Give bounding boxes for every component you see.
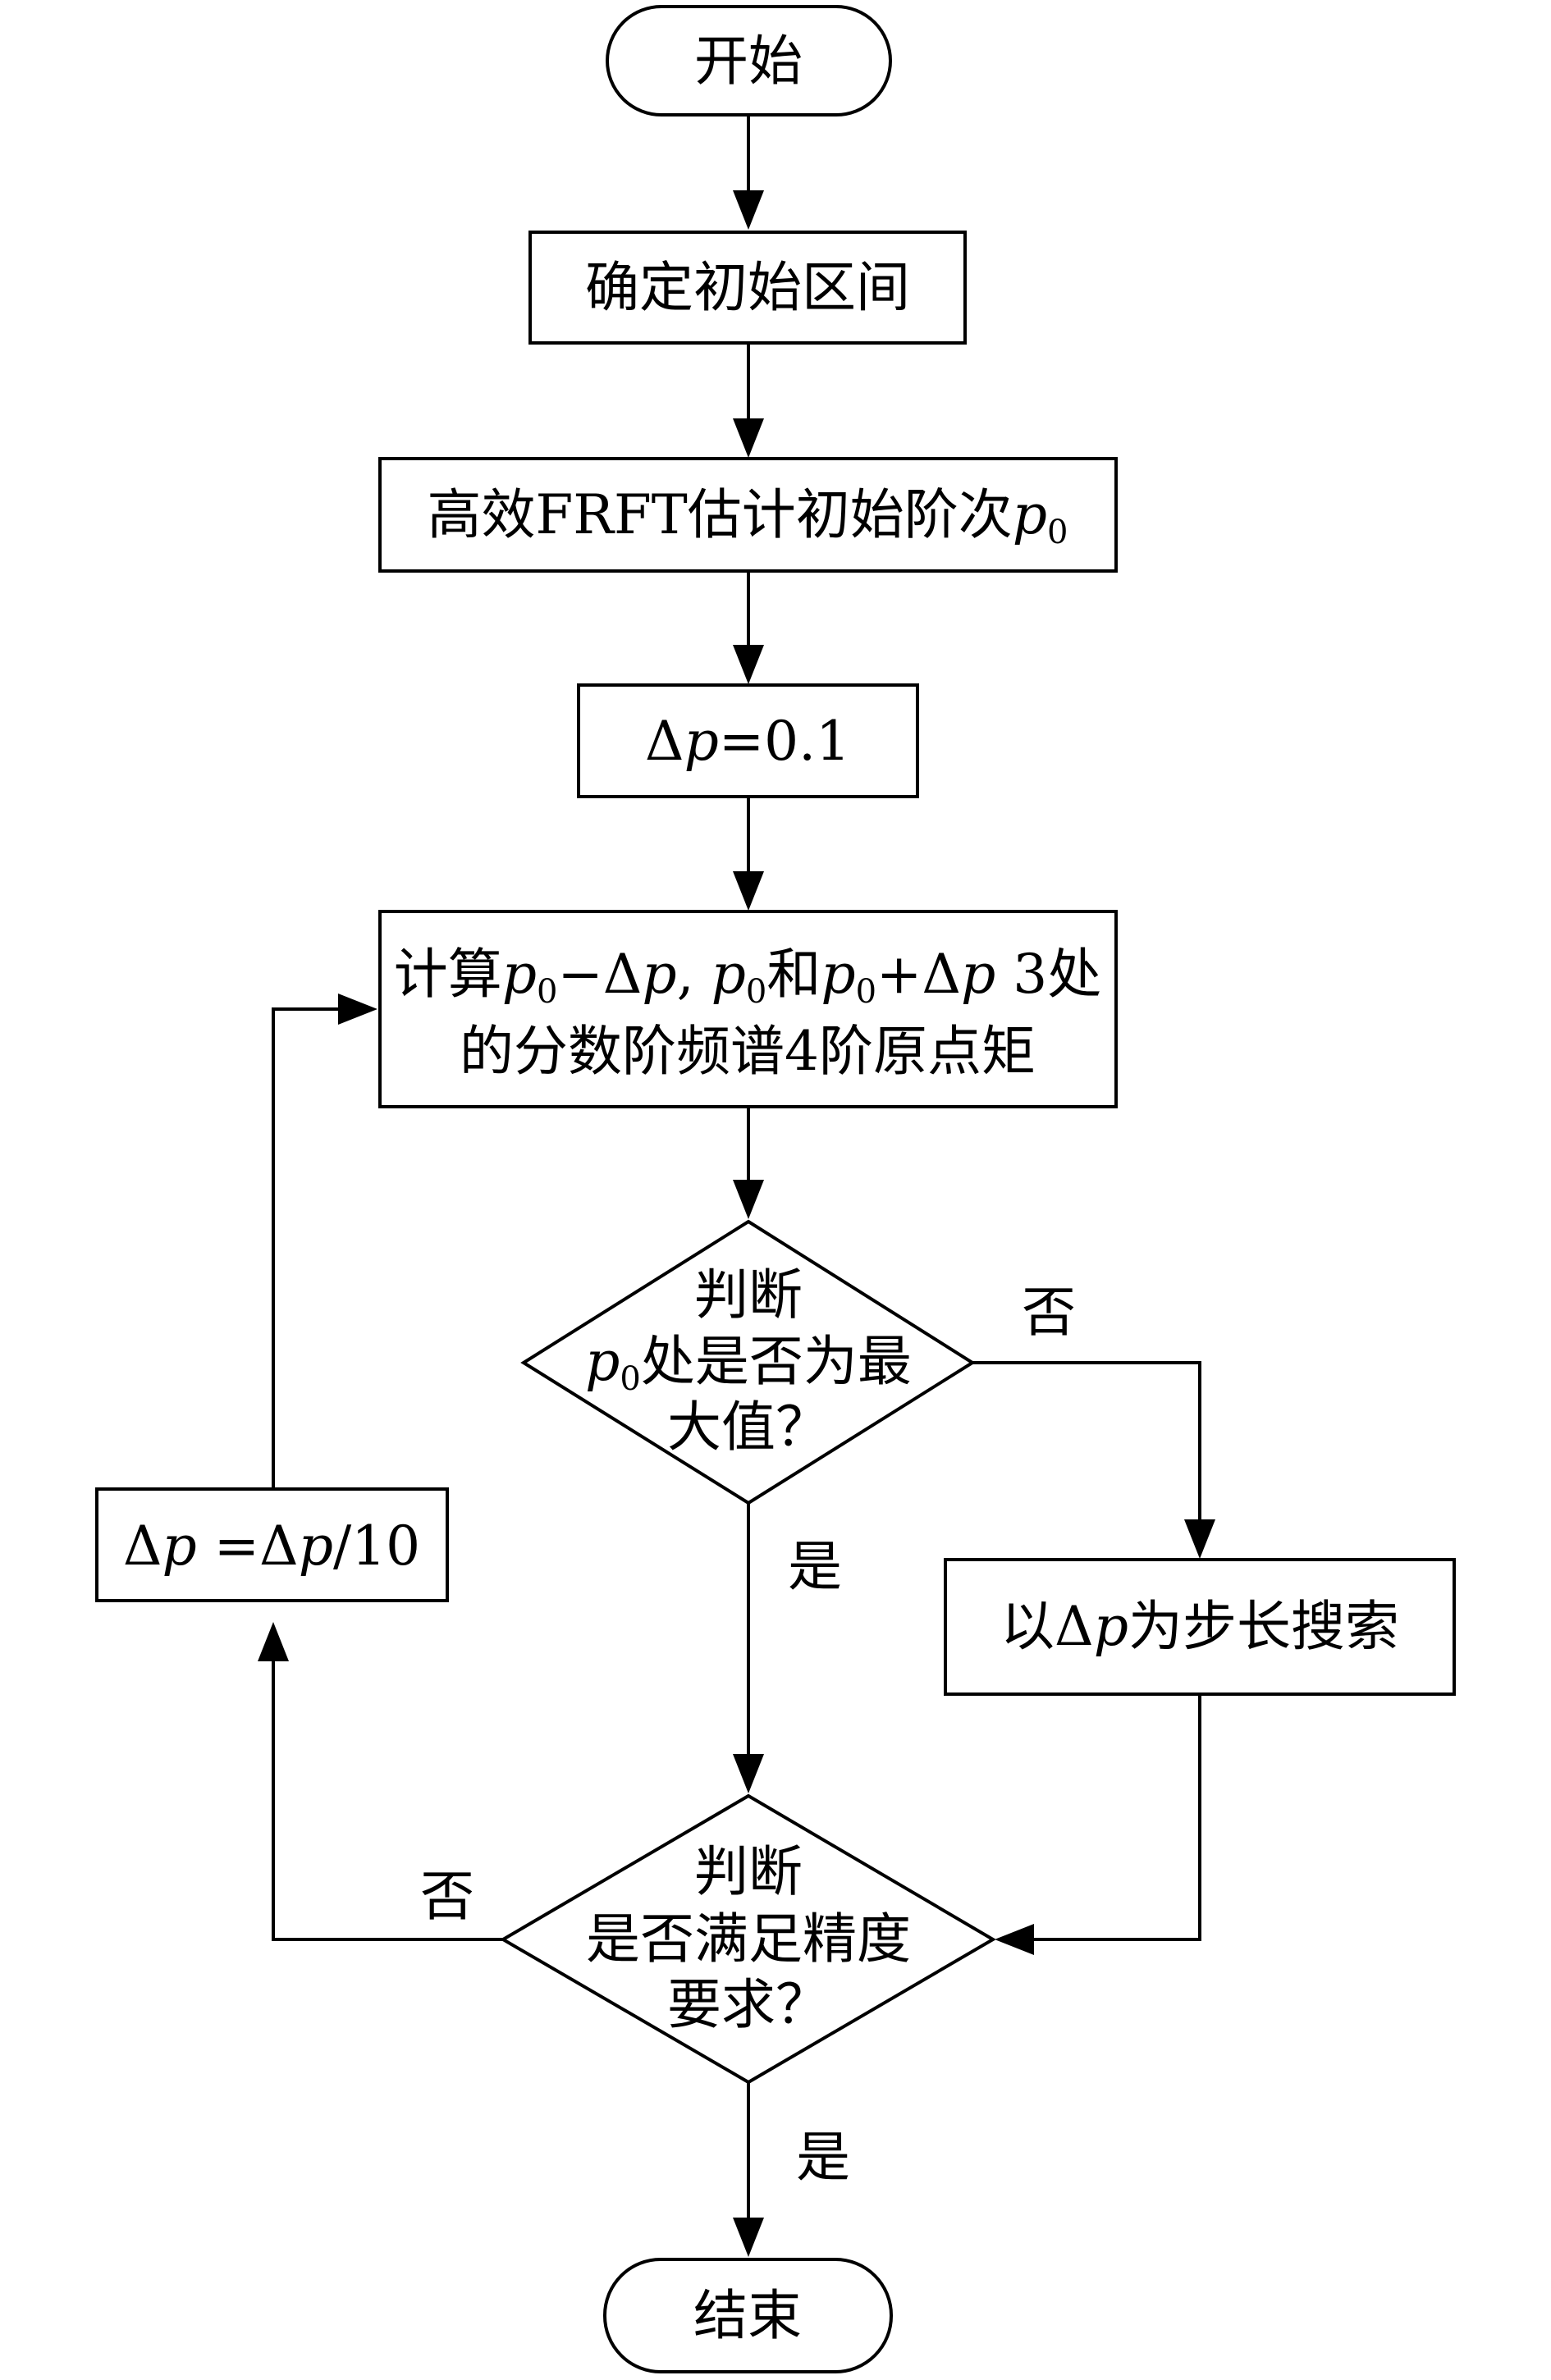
arrowhead-icon <box>733 1754 764 1793</box>
check-max-no-label: 否 <box>1022 1281 1076 1344</box>
init-interval-node: 确定初始区间 <box>528 231 967 345</box>
start-node: 开始 <box>606 5 892 116</box>
check-precision-yes-label: 是 <box>796 2126 850 2189</box>
check-max-decision: 判断 p0处是否为最 大值？ <box>520 1219 976 1505</box>
arrowhead-icon <box>733 2218 764 2257</box>
arrowhead-icon <box>258 1622 289 1661</box>
end-label: 结束 <box>693 2284 802 2347</box>
arrow-refine-to-compute <box>272 1007 338 1489</box>
check-precision-line3: 要求？ <box>667 1973 830 2036</box>
arrowhead-icon <box>1184 1519 1215 1559</box>
estimate-order-label: 高效FRFT估计初始阶次p0 <box>427 483 1068 551</box>
check-precision-no-label: 否 <box>420 1865 474 1928</box>
arrowhead-icon <box>338 994 377 1025</box>
refine-step-node: Δp =Δp/10 <box>95 1487 449 1602</box>
check-max-yes-label: 是 <box>788 1535 842 1598</box>
arrow-search-to-check-precision <box>1034 1694 1201 1941</box>
check-max-line2: p0处是否为最 <box>585 1330 912 1398</box>
init-interval-label: 确定初始区间 <box>585 256 910 319</box>
arrowhead-icon <box>733 645 764 684</box>
search-label: 以Δp为步长搜索 <box>1000 1595 1399 1658</box>
check-precision-line1: 判断 <box>694 1840 803 1903</box>
compute-line2: 的分数阶频谱4阶原点矩 <box>460 1020 1036 1083</box>
estimate-order-node: 高效FRFT估计初始阶次p0 <box>378 457 1118 573</box>
arrow-check-max-no <box>972 1361 1201 1519</box>
arrowhead-icon <box>995 1924 1034 1955</box>
check-max-line1: 判断 <box>694 1263 803 1327</box>
compute-node: 计算p0−Δp, p0和p0+Δp 3处 的分数阶频谱4阶原点矩 <box>378 910 1118 1108</box>
start-label: 开始 <box>694 30 803 93</box>
arrowhead-icon <box>733 190 764 230</box>
arrowhead-icon <box>733 871 764 911</box>
check-max-line3: 大值？ <box>667 1396 830 1459</box>
arrow-check-precision-no <box>272 1661 503 1941</box>
search-node: 以Δp为步长搜索 <box>944 1558 1456 1696</box>
init-step-node: Δp=0.1 <box>577 683 919 798</box>
check-precision-decision: 判断 是否满足精度 要求？ <box>500 1793 996 2085</box>
refine-step-label: Δp =Δp/10 <box>123 1514 420 1578</box>
end-node: 结束 <box>603 2258 893 2373</box>
arrowhead-icon <box>733 1180 764 1219</box>
arrowhead-icon <box>733 418 764 458</box>
init-step-label: Δp=0.1 <box>645 710 850 773</box>
check-precision-line2: 是否满足精度 <box>586 1907 911 1971</box>
compute-line1: 计算p0−Δp, p0和p0+Δp 3处 <box>394 943 1102 1011</box>
